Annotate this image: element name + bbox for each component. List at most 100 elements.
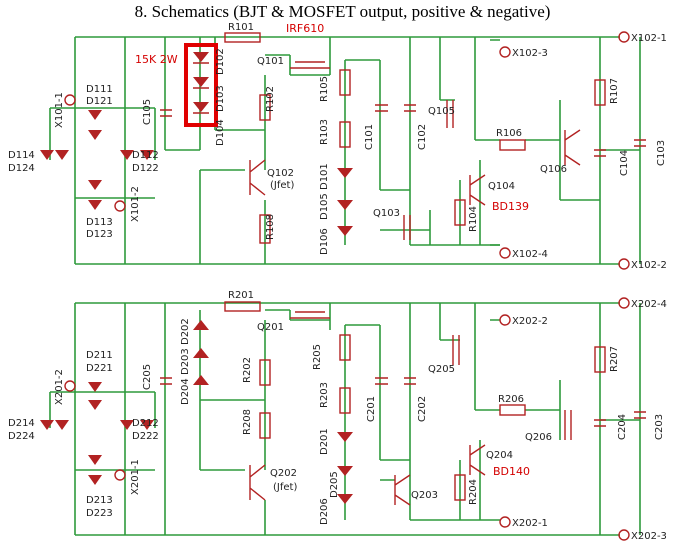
label-d224: D224 (8, 431, 35, 442)
label-r102: R102 (265, 86, 276, 112)
resistor-r203 (339, 387, 351, 414)
label-r208: R208 (242, 409, 253, 435)
resistor-r102 (259, 94, 271, 121)
label-d202: D202 (180, 318, 191, 345)
bridge-lower (40, 382, 154, 485)
capacitor-c204 (594, 419, 606, 427)
label-d103: D103 (215, 85, 226, 112)
resistor-r108 (259, 214, 271, 244)
resistor-r105 (339, 69, 351, 96)
label-d214: D214 (8, 418, 35, 429)
label-d101: D101 (319, 163, 330, 190)
label-x102-4: X102-4 (512, 249, 548, 260)
label-c102: C102 (417, 124, 428, 150)
transistor-q104-symbol (469, 174, 486, 206)
label-c201: C201 (366, 396, 377, 422)
label-c104: C104 (619, 150, 630, 176)
label-c204: C204 (617, 414, 628, 440)
lower-circuit: BD140 R201 Q201 R202 R208 Q202 (Jfet) R2… (8, 290, 667, 542)
mosfet-q103-symbol (403, 215, 411, 240)
label-q102: Q102 (267, 168, 294, 179)
capacitor-c105 (160, 109, 172, 117)
label-d203: D203 (180, 348, 191, 375)
resistor-r101 (224, 32, 261, 43)
label-q202: Q202 (270, 468, 297, 479)
terminal-x201-1 (114, 469, 126, 481)
label-r204: R204 (468, 479, 479, 505)
diode-stack-d102-d104 (193, 52, 209, 114)
capacitor-c104 (594, 149, 606, 157)
label-d213: D213 (86, 495, 113, 506)
label-q101: Q101 (257, 56, 284, 67)
label-d105: D105 (319, 193, 330, 220)
resistor-r104 (454, 199, 466, 226)
label-r203: R203 (319, 382, 330, 408)
label-x202-4: X202-4 (631, 299, 667, 310)
label-d124: D124 (8, 163, 35, 174)
resistor-r206 (499, 404, 526, 416)
label-d123: D123 (86, 229, 113, 240)
label-d111: D111 (86, 84, 113, 95)
transistor-q203-symbol (394, 474, 411, 506)
annotation-15k-2w: 15K 2W (135, 53, 178, 66)
label-d201: D201 (319, 428, 330, 455)
label-d114: D114 (8, 150, 35, 161)
label-c205: C205 (142, 364, 153, 390)
label-d104: D104 (215, 119, 226, 146)
label-d222: D222 (132, 431, 159, 442)
leds-upper (337, 168, 353, 236)
label-r206: R206 (498, 394, 524, 405)
page-title: 8. Schematics (BJT & MOSFET output, posi… (134, 2, 551, 21)
label-r201: R201 (228, 290, 254, 301)
label-d212: D212 (132, 418, 159, 429)
annotation-bd140: BD140 (493, 465, 530, 478)
resistor-r103 (339, 121, 351, 148)
resistor-r107 (594, 79, 606, 106)
label-q206: Q206 (525, 432, 552, 443)
label-r103: R103 (319, 119, 330, 145)
label-q105: Q105 (428, 106, 455, 117)
label-q205: Q205 (428, 364, 455, 375)
terminal-x102-1 (618, 31, 630, 43)
label-r101: R101 (228, 22, 254, 33)
transistor-q106-symbol (564, 129, 581, 166)
label-d112: D112 (132, 150, 159, 161)
capacitor-c202 (404, 377, 416, 385)
label-r205: R205 (312, 344, 323, 370)
resistor-r205 (339, 334, 351, 361)
transistor-q102-symbol (249, 159, 266, 196)
mosfet-q101-symbol (290, 61, 330, 69)
label-r107: R107 (609, 78, 620, 104)
label-d206: D206 (319, 498, 330, 525)
terminal-x202-1 (499, 516, 511, 528)
transistor-q204-symbol (469, 444, 486, 476)
label-x202-1: X202-1 (512, 518, 548, 529)
terminal-x201-2 (64, 380, 76, 392)
terminal-x202-3 (618, 529, 630, 541)
transistor-q202-symbol (249, 464, 266, 501)
label-c101: C101 (364, 124, 375, 150)
resistor-r201 (224, 301, 261, 312)
label-r106: R106 (496, 128, 522, 139)
mosfet-q206-symbol (564, 410, 572, 440)
label-q106: Q106 (540, 164, 567, 175)
label-q201: Q201 (257, 322, 284, 333)
label-d113: D113 (86, 217, 113, 228)
annotation-irf610: IRF610 (286, 22, 324, 35)
resistor-r208 (259, 412, 271, 439)
label-r105: R105 (319, 76, 330, 102)
label-q103: Q103 (373, 208, 400, 219)
highlight-box (184, 43, 218, 127)
label-q204: Q204 (486, 450, 513, 461)
mosfet-q205-symbol (452, 335, 460, 365)
resistor-r207 (594, 346, 606, 373)
terminal-x202-4 (618, 297, 630, 309)
terminal-x101-1 (64, 94, 76, 106)
capacitor-c205 (160, 377, 172, 385)
label-r108: R108 (265, 214, 276, 240)
terminal-x102-3 (499, 46, 511, 58)
diode-stack-d202-d204 (193, 320, 209, 385)
label-d211: D211 (86, 350, 113, 361)
